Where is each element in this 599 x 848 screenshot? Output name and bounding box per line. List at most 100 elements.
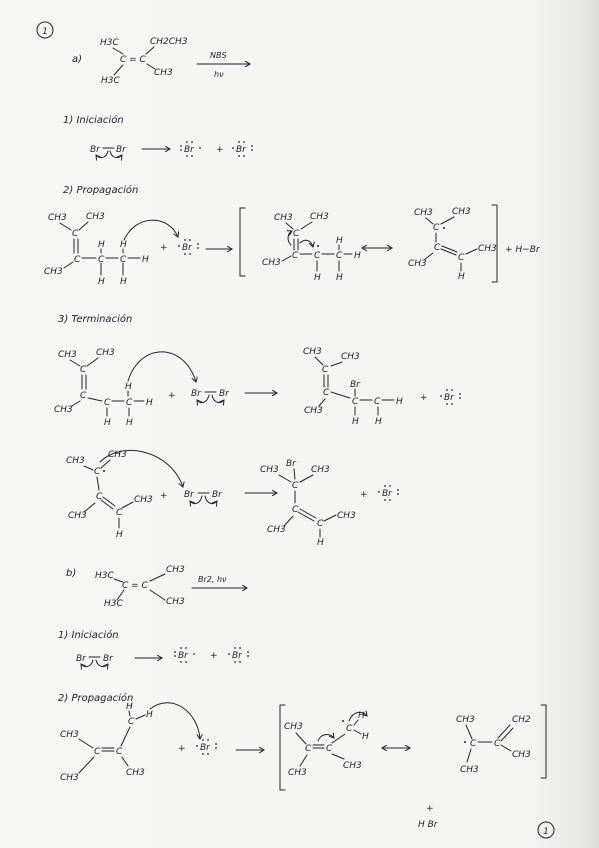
- atom-label: CH3: [58, 350, 77, 360]
- plus-sign: +: [420, 393, 428, 403]
- atom-label: C: [128, 717, 135, 727]
- atom-label: C: [292, 251, 299, 261]
- part-a-label: a): [72, 54, 82, 65]
- atom-label: CH3: [304, 406, 323, 416]
- atom-label: H3C: [95, 571, 114, 581]
- atom-label: Br: [382, 489, 393, 499]
- atom-label: Br: [184, 490, 195, 500]
- atom-label: CH2CH3: [150, 37, 188, 47]
- atom-label: CH3: [408, 259, 427, 269]
- atom-label: H3C: [100, 38, 119, 48]
- atom-label: CH3: [456, 715, 475, 725]
- part-a-reaction-arrow: NBS hν: [196, 51, 250, 79]
- byproduct-label: H Br: [418, 820, 439, 830]
- plus-sign: +: [426, 804, 434, 814]
- atom-label: H: [362, 732, 369, 742]
- atom-label: Br: [200, 743, 211, 753]
- bracket-right: [491, 204, 498, 283]
- atom-label: C: [80, 365, 87, 375]
- atom-label: CH3: [341, 352, 360, 362]
- atom-label: H: [126, 418, 133, 428]
- atom-label: CH3: [274, 213, 293, 223]
- atom-label: C: [120, 255, 127, 265]
- atom-label: C: [433, 223, 440, 233]
- initiation-a: Br Br Br + Br: [90, 141, 253, 158]
- section-heading-termination: 3) Terminación: [58, 313, 132, 325]
- atom-label: C: [317, 519, 324, 529]
- atom-label: Br: [182, 243, 193, 253]
- resonance-a-2: CH3 CH3 C CH3 C C CH3 H: [408, 207, 497, 282]
- atom-label: CH3: [414, 208, 433, 218]
- atom-label: C: [458, 253, 465, 263]
- atom-label: H: [354, 251, 361, 261]
- atom-label: C: [293, 229, 300, 239]
- atom-label: CH3: [166, 597, 185, 607]
- atom-label: Br: [184, 145, 195, 155]
- atom-label: H: [120, 240, 127, 250]
- atom-label: Br: [90, 145, 101, 155]
- atom-label: Br: [103, 654, 114, 664]
- byproduct-label: + H−Br: [505, 245, 541, 255]
- atom-label: H: [116, 530, 123, 540]
- section-heading-initiation: 1) Iniciación: [63, 114, 124, 126]
- atom-label: CH2: [512, 715, 531, 725]
- termination-bromine-radical-2: + Br: [360, 485, 399, 501]
- part-b-reaction-arrow: Br2, hν: [191, 575, 247, 588]
- atom-label: H3C: [101, 76, 120, 86]
- atom-label: CH3: [310, 212, 329, 222]
- atom-label: Br: [444, 393, 455, 403]
- atom-label: C: [96, 492, 103, 502]
- atom-label: CH3: [337, 511, 356, 521]
- termination-bromine-radical-1: + Br: [420, 389, 461, 405]
- atom-label: CH3: [311, 465, 330, 475]
- atom-label: CH3: [44, 267, 63, 277]
- atom-label: CH3: [96, 348, 115, 358]
- atom-label: CH3: [54, 405, 73, 415]
- atom-label: CH3: [284, 722, 303, 732]
- atom-label: Br: [350, 380, 361, 390]
- atom-label: H: [98, 240, 105, 250]
- atom-label: C = C: [122, 581, 149, 591]
- atom-label: C: [326, 744, 333, 754]
- section-heading-propagation: 2) Propagación: [63, 184, 138, 196]
- atom-label: H: [126, 702, 133, 712]
- page-marker-top: 1: [36, 21, 54, 39]
- atom-label: H: [458, 272, 465, 282]
- atom-label: C = C: [120, 55, 147, 65]
- atom-label: CH3: [60, 773, 79, 783]
- resonance-a-1: CH3 CH3 C CH3 C C C H H H H: [262, 212, 361, 283]
- atom-label: C: [374, 397, 381, 407]
- atom-label: CH3: [166, 565, 185, 575]
- plus-sign: +: [216, 145, 224, 155]
- atom-label: H: [98, 277, 105, 287]
- initiation-b: Br Br Br + Br: [76, 647, 249, 667]
- atom-label: C: [322, 365, 329, 375]
- atom-label: C: [126, 398, 133, 408]
- atom-label: CH3: [48, 213, 67, 223]
- termination-bromine-2: + Br Br: [160, 490, 277, 504]
- atom-label: CH3: [343, 761, 362, 771]
- atom-label: Br: [232, 651, 243, 661]
- resonance-b-2: CH3 C C CH2 CH3 CH3: [456, 715, 531, 775]
- atom-label: CH3: [460, 765, 479, 775]
- atom-label: CH3: [260, 465, 279, 475]
- atom-label: H: [146, 710, 153, 720]
- atom-label: C: [116, 508, 123, 518]
- plus-sign: +: [160, 243, 168, 253]
- atom-label: CH3: [60, 730, 79, 740]
- propagation-b-byproduct: + H Br: [418, 804, 439, 830]
- termination-radical-2: CH3 CH3 C C CH3 C CH3 H: [66, 449, 183, 540]
- atom-label: Br: [76, 654, 87, 664]
- page-marker-bottom: 1: [537, 821, 555, 839]
- atom-label: H: [146, 398, 153, 408]
- atom-label: CH3: [126, 768, 145, 778]
- page-number: 1: [42, 27, 48, 37]
- atom-label: Br: [178, 651, 189, 661]
- part-b-reactant: H3C C = C CH3 H3C CH3: [95, 565, 185, 609]
- atom-label: CH3: [134, 495, 153, 505]
- atom-label: H: [104, 418, 111, 428]
- plus-sign: +: [210, 651, 218, 661]
- resonance-b-1: CH3 C C C H H CH3 CH3: [284, 711, 369, 778]
- plus-sign: +: [160, 491, 168, 501]
